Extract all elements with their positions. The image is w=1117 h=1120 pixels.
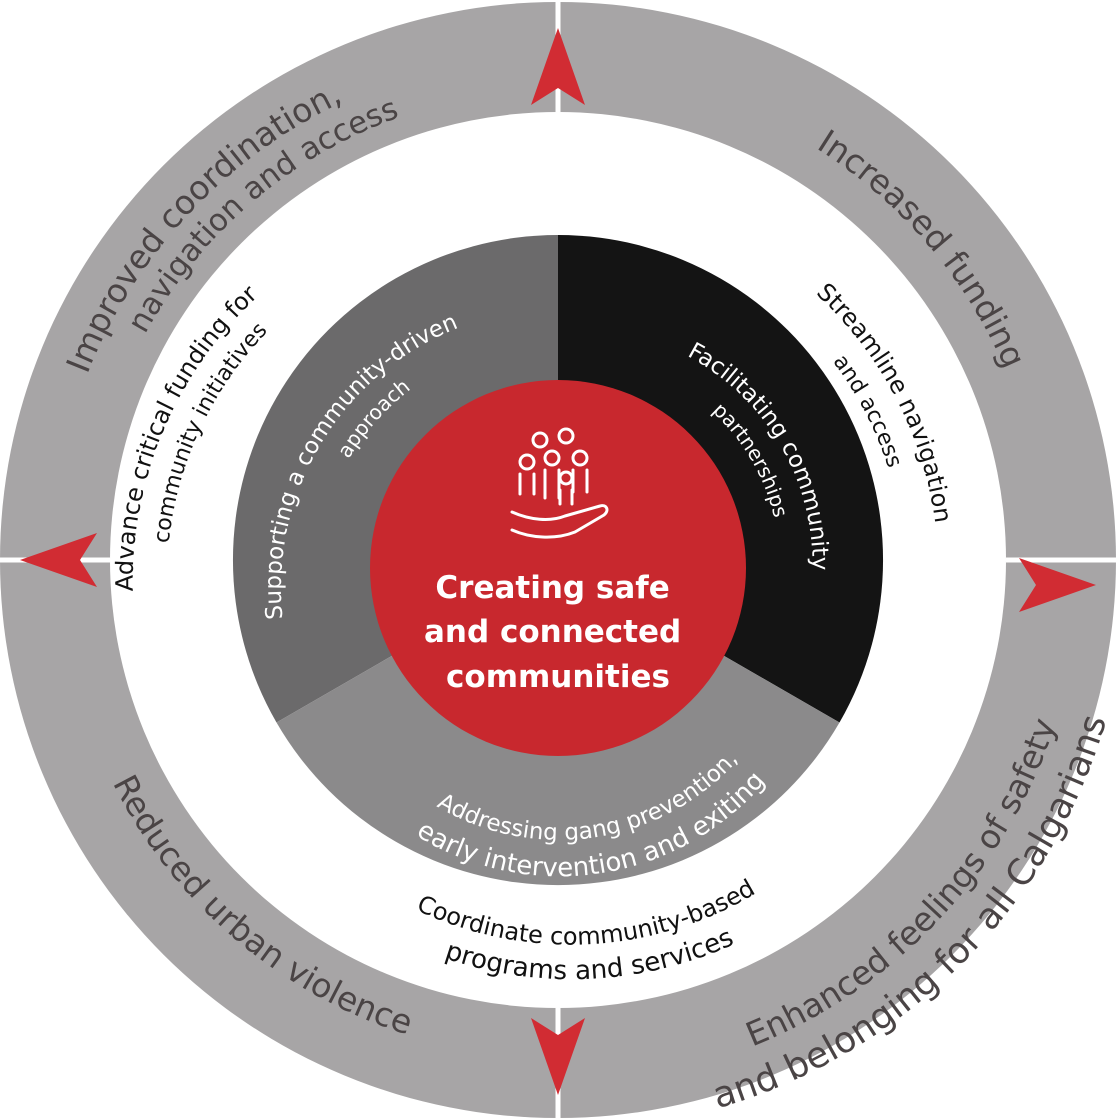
community-hand-icon — [510, 427, 609, 539]
center-circle — [370, 380, 746, 756]
arrow-down-icon — [531, 1018, 585, 1095]
center-title-line-3: communities — [446, 659, 670, 695]
arrow-left-icon — [20, 533, 97, 587]
center-title-line-2: and connected — [424, 614, 681, 650]
svg-text:Creating safe and connecte: Creating safe and connected communities — [424, 570, 692, 695]
arrow-right-icon — [1019, 558, 1096, 612]
arrow-up-icon — [531, 28, 585, 105]
center-title-line-1: Creating safe — [435, 570, 669, 606]
